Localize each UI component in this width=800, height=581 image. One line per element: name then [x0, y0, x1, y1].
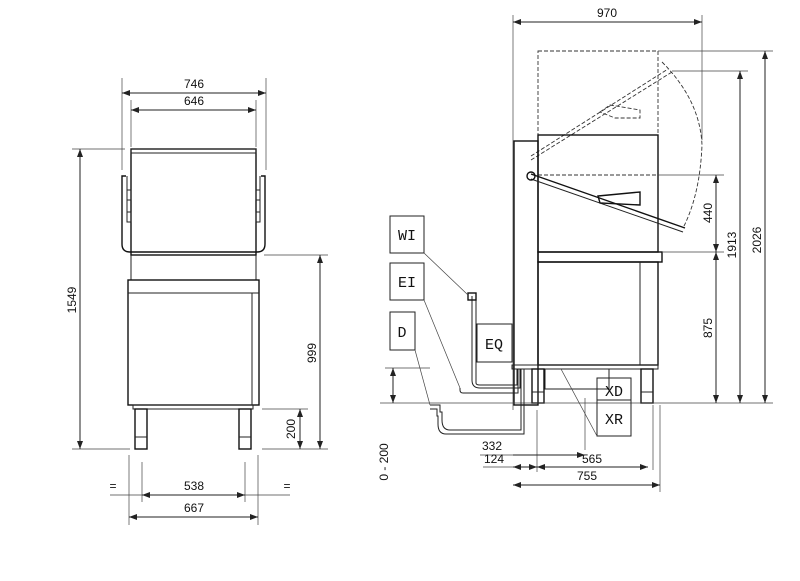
dim-440: 440: [701, 203, 715, 223]
dim-1913: 1913: [725, 231, 739, 258]
hood-handle: [121, 175, 266, 253]
dim-332: 332: [482, 439, 502, 453]
label-ei: EI: [398, 275, 416, 292]
hood-open-outline: [537, 50, 659, 176]
cabinet: [127, 279, 260, 406]
hood-swing-arc: [661, 61, 703, 229]
dim-2026: 2026: [750, 226, 764, 253]
dim-565: 565: [582, 452, 602, 466]
water-inlet-pipe: [471, 296, 521, 389]
dim-999: 999: [305, 343, 319, 363]
drain-pipe: [430, 369, 525, 435]
leg-left: [134, 408, 148, 450]
equal-left: =: [109, 479, 116, 493]
dim-200: 200: [284, 419, 298, 439]
dim-0-200: 0 - 200: [377, 443, 391, 481]
dim-970: 970: [597, 6, 617, 20]
side-view: 970 WI EI D EQ XD XR 2026 1913 440 875: [377, 6, 773, 492]
dim-875: 875: [701, 318, 715, 338]
dim-538: 538: [184, 479, 204, 493]
label-eq: EQ: [485, 337, 503, 354]
dim-755: 755: [577, 469, 597, 483]
dim-1549: 1549: [65, 286, 79, 313]
dim-667: 667: [184, 501, 204, 515]
dim-646: 646: [184, 94, 204, 108]
label-xd: XD: [605, 384, 623, 401]
label-xr: XR: [605, 412, 623, 429]
label-d: D: [397, 325, 406, 342]
hood: [130, 148, 257, 256]
dim-124: 124: [484, 452, 504, 466]
hood-handle-arm: [530, 173, 686, 229]
leg-right: [238, 408, 252, 450]
front-view: 746 646 1549 999 200 538 667 = =: [65, 77, 328, 525]
leg-front: [640, 368, 654, 404]
label-wi: WI: [398, 228, 416, 245]
equal-right: =: [283, 479, 290, 493]
dim-746: 746: [184, 77, 204, 91]
